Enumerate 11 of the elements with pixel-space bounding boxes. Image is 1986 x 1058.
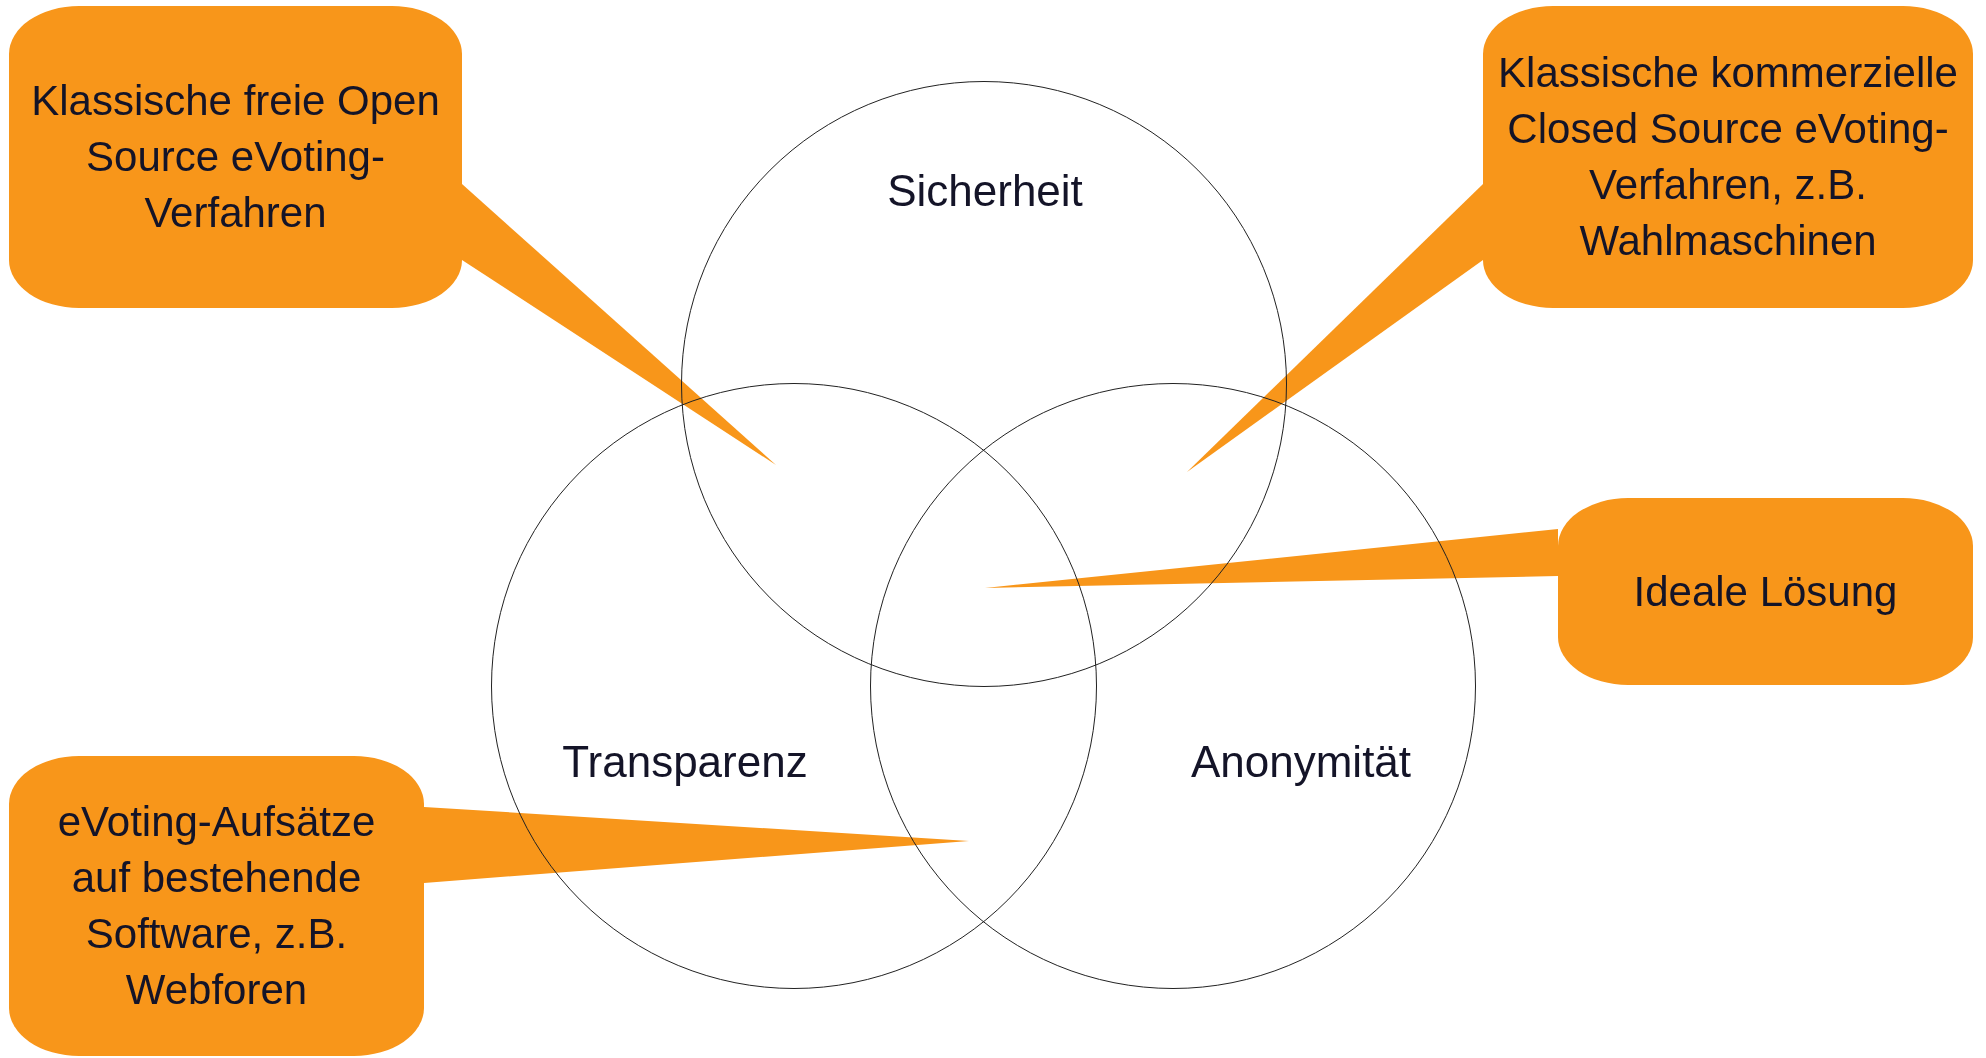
circle-label: Transparenz (562, 737, 808, 787)
callout-text: Klassische kommerzielle Closed Source eVoting-Verfahren, z.B. Wahlmaschinen (1497, 48, 1959, 266)
circle-label: Sicherheit (887, 166, 1083, 216)
callout-bubble (9, 756, 424, 1056)
callout-bubble (9, 6, 462, 308)
callout-bubble (1558, 498, 1973, 685)
callout-text: eVoting-Aufsätze auf bestehende Software, z.B. Webforen (56, 797, 377, 1015)
callout-text: Klassische freie Open Source eVoting-Verfahren (30, 76, 441, 238)
callout-text: Ideale Lösung (1633, 566, 1898, 617)
circle-label: Anonymität (1190, 737, 1412, 787)
callout-bubble (1483, 6, 1973, 308)
